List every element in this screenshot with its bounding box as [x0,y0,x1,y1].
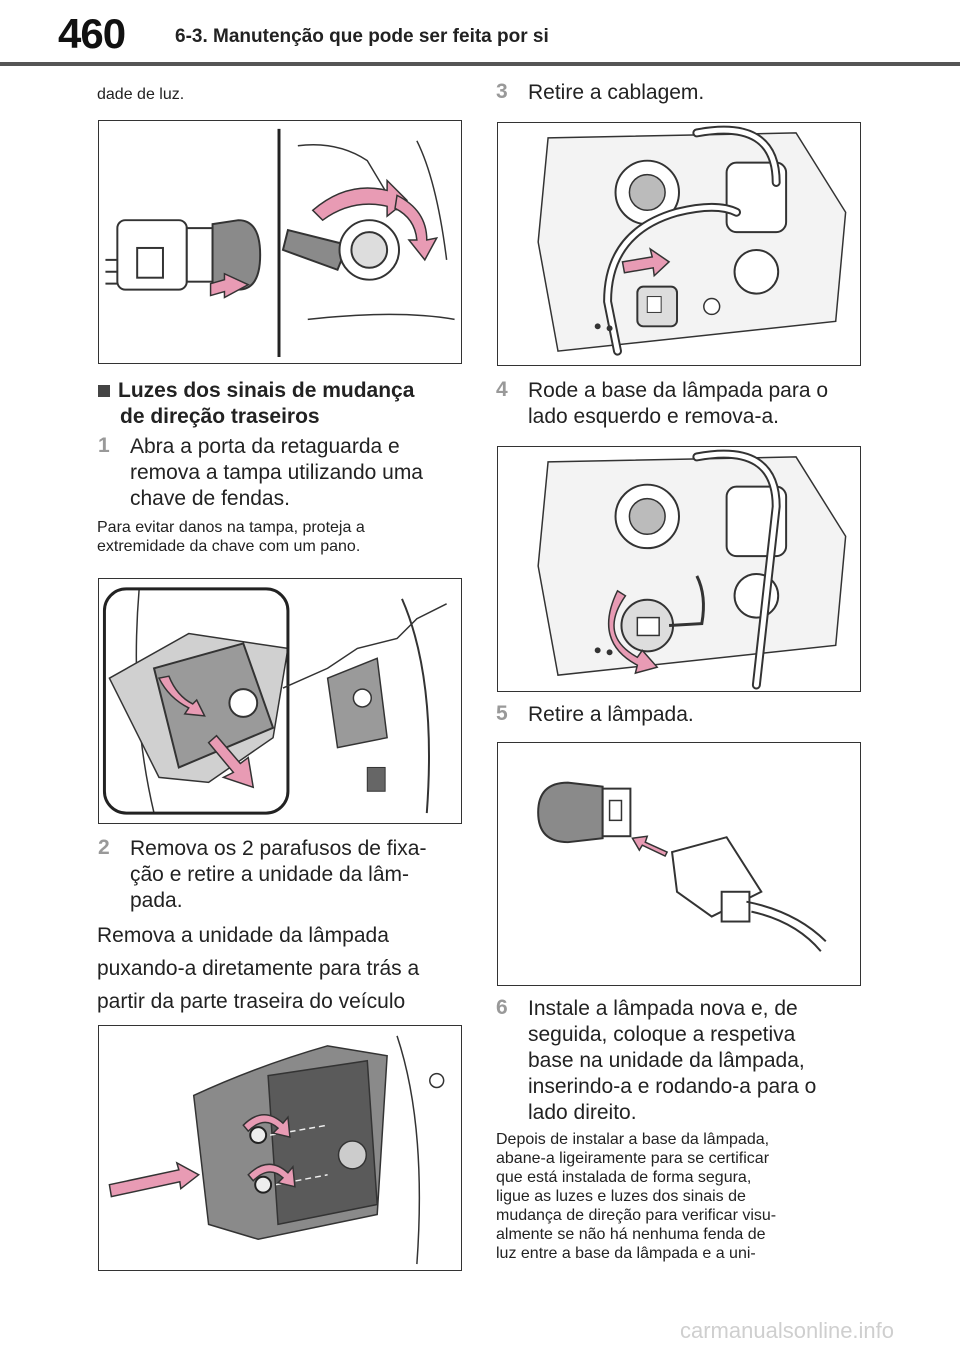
paragraph-line: Remova a unidade da lâmpada [97,924,389,947]
note-1-line: extremidade da chave com um pano. [97,538,361,555]
note-1-line: Para evitar danos na tampa, proteja a [97,519,365,536]
step-1-number: 1 [98,434,110,457]
step-4-number: 4 [496,378,508,401]
step-2-line: pada. [130,889,183,912]
page-number: 460 [58,10,126,57]
figure-3-illustration [108,1035,445,1265]
step-5-text: Retire a lâmpada. [528,703,694,726]
note-6-line: que está instalada de forma segura, [496,1169,752,1186]
paragraph-line: puxando-a diretamente para trás a [97,957,420,980]
figure-bulb-removal-overview [98,120,462,364]
section-heading: Luzes dos sinais de mudança [98,376,414,406]
note-6-line: abane-a ligeiramente para se certificar [496,1150,770,1167]
step-6-line: seguida, coloque a respetiva [528,1023,796,1046]
figure-6-illustration [537,781,827,952]
step-1-line: chave de fendas. [130,487,290,510]
header-rule-left [0,62,150,66]
figure-1-illustration [105,128,455,358]
note-6-line: almente se não há nenhuma fenda de [496,1226,766,1243]
step-6-text: Instale a lâmpada nova e, de seguida, co… [528,996,816,1126]
note-6-line: luz entre a base da lâmpada e a uni- [496,1245,756,1262]
step-3-number: 3 [496,80,508,103]
step-6-line: inserindo-a e rodando-a para o [528,1075,817,1098]
note-6-line: mudança de direção para verificar visu- [496,1207,777,1224]
section-title: 6-3. Manutenção que pode ser feita por s… [175,26,549,47]
step-1-line: Abra a porta da retaguarda e [130,435,400,458]
step-4-text: Rode a base da lâmpada para o lado esque… [528,378,828,430]
watermark-text: carmanualsonline.info [680,1318,895,1343]
header-rule [150,62,960,66]
step-4-line: lado esquerdo e remova-a. [528,405,779,428]
step-5-number: 5 [496,702,508,725]
step-6-line: Instale a lâmpada nova e, de [528,997,798,1020]
step-3-text: Retire a cablagem. [528,81,705,104]
heading-line-1: Luzes dos sinais de mudança [118,379,415,402]
figure-disconnect-wiring [497,122,861,366]
note-6-line: ligue as luzes e luzes dos sinais de [496,1188,746,1205]
step-2-text: Remova os 2 parafusos de fixa- ção e ret… [130,836,426,914]
intro-tail: dade de luz. [97,86,185,103]
figure-4-illustration [537,125,847,356]
note-6: Depois de instalar a base da lâmpada, ab… [496,1130,776,1263]
step-6-number: 6 [496,996,508,1019]
note-6-line: Depois de instalar a base da lâmpada, [496,1131,770,1148]
step-6-line: base na unidade da lâmpada, [528,1049,805,1072]
figure-5-illustration [537,449,847,690]
figure-2-illustration [102,587,447,815]
step-1-line: remova a tampa utilizando uma [130,461,423,484]
step-4-line: Rode a base da lâmpada para o [528,379,829,402]
step-2-line: Remova os 2 parafusos de fixa- [130,837,427,860]
section-heading-line-2: de direção traseiros [120,405,320,428]
paragraph-line: partir da parte traseira do veículo [97,990,406,1013]
step-2-number: 2 [98,836,110,859]
figure-remove-screws [98,1025,462,1271]
step-6-line: lado direito. [528,1101,637,1124]
heading-bullet-square [98,385,110,397]
step-1-text: Abra a porta da retaguarda e remova a ta… [130,434,423,512]
paragraph-remove-unit: Remova a unidade da lâmpada puxando-a di… [97,919,419,1018]
figure-rotate-socket [497,446,861,692]
figure-remove-cover [98,578,462,824]
step-2-line: ção e retire a unidade da lâm- [130,863,409,886]
note-1: Para evitar danos na tampa, proteja a ex… [97,518,365,556]
figure-remove-bulb [497,742,861,986]
